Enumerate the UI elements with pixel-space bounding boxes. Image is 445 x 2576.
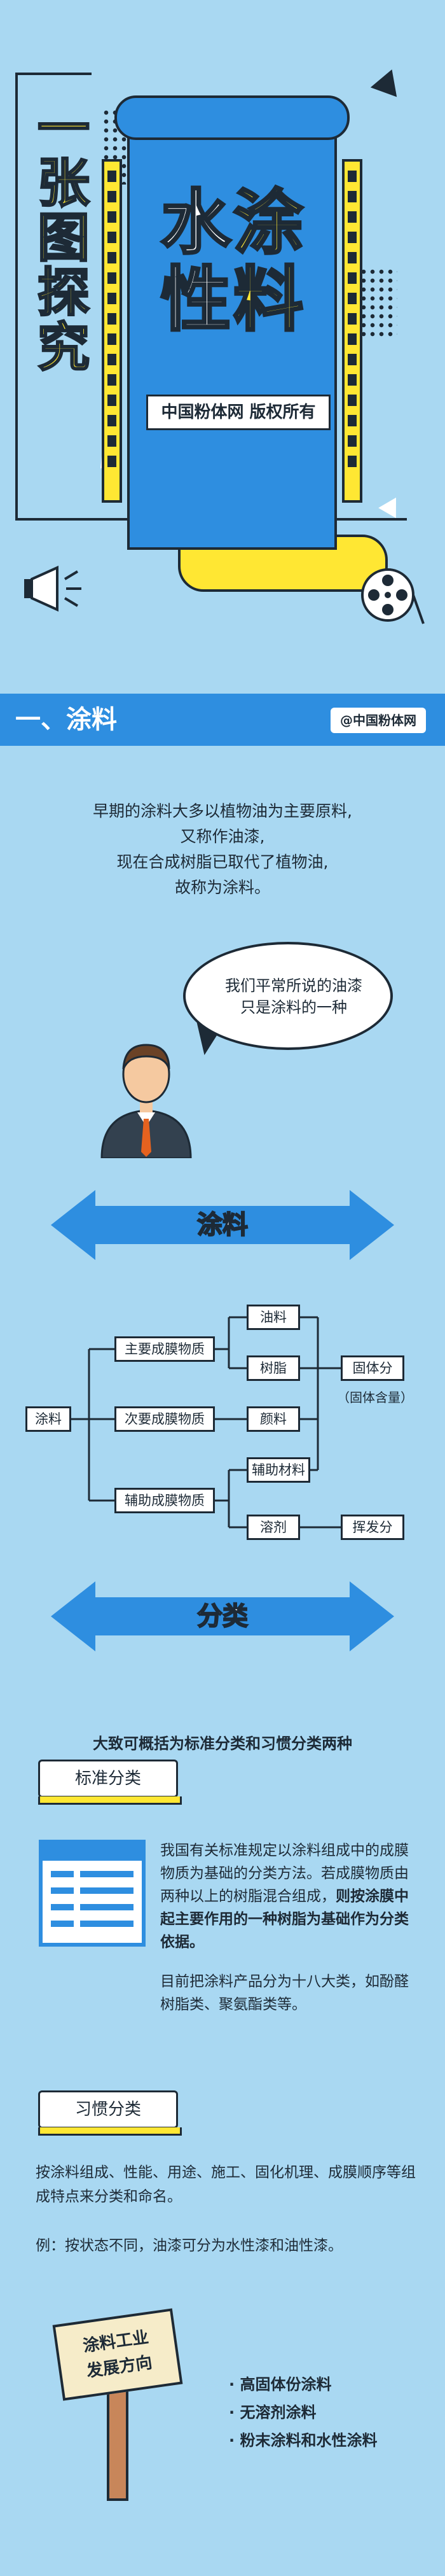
diagram-solid-box: 固体分 (341, 1355, 404, 1381)
speech-bubble: 我们平常所说的油漆 只是涂料的一种 (183, 942, 393, 1050)
intro-line: 故称为涂料。 (174, 878, 270, 897)
vertical-title-char: 一 (36, 99, 90, 159)
speech-line: 我们平常所说的油漆 (225, 977, 362, 995)
speech-line: 只是涂料的一种 (240, 998, 347, 1016)
double-arrow-shape (51, 1581, 394, 1651)
main-title-char: 水 (160, 182, 232, 263)
standard-text-normal: 我国有关标准规定以涂料组成中的成膜物质为基础的分类方法。若成膜物质由两种以上的树… (160, 1842, 409, 1905)
scroll-top-curl (114, 95, 350, 140)
direction-item: · 无溶剂涂料 (229, 2404, 317, 2421)
habit-classification-text: 按涂料组成、性能、用途、施工、固化机理、成膜顺序等组成特点来分类和命名。 (36, 2164, 416, 2205)
direction-item: · 粉末涂料和水性涂料 (229, 2432, 378, 2449)
businessman-avatar (100, 1044, 192, 1158)
diagram-level2-box: 树脂 (247, 1355, 300, 1381)
banner-label: 涂料 (196, 1210, 249, 1240)
banner-classification: 分类 (51, 1581, 394, 1651)
scroll-body (127, 117, 337, 550)
standard-classification-text: 我国有关标准规定以涂料组成中的成膜物质为基础的分类方法。若成膜物质由两种以上的树… (160, 1839, 414, 2016)
copyright-tag: 中国粉体网 版权所有 (146, 395, 331, 430)
intro-line: 又称作油漆, (180, 827, 265, 846)
diagram-connectors (70, 1316, 341, 1529)
diagram-solid-note: （固体含量） (337, 1390, 413, 1405)
standard-text-bold: 则按涂膜中起主要作用的一种树脂为基础作为分类依据。 (160, 1888, 409, 1950)
diagram-root-box: 涂料 (25, 1406, 71, 1432)
standard-text-p2: 目前把涂料产品分为十八大类，如酚醛树脂类、聚氨酯类等。 (160, 1973, 409, 2013)
direction-list: · 高固体份涂料 · 无溶剂涂料 · 粉末涂料和水性涂料 (229, 2370, 432, 2454)
diagram-level2-box: 油料 (247, 1305, 300, 1330)
vertical-title-char: 究 (36, 318, 90, 379)
megaphone-icon (24, 565, 81, 612)
vertical-title-char: 图 (36, 208, 90, 269)
habit-classification-example: 例：按状态不同，油漆可分为水性漆和油性漆。 (36, 2237, 343, 2254)
film-strip-right (342, 159, 362, 503)
intro-text: 早期的涂料大多以植物油为主要原料, 又称作油漆, 现在合成树脂已取代了植物油, … (38, 799, 407, 900)
document-icon (39, 1840, 146, 1947)
diagram-level1-box: 主要成膜物质 (114, 1336, 215, 1362)
diagram-level2-box: 溶剂 (247, 1515, 300, 1540)
dot-pattern (359, 267, 397, 337)
signpost: 涂料工业 发展方向 (44, 2304, 191, 2507)
main-title-char: 涂 (232, 182, 305, 263)
vertical-title: 一 张 图 探 究 (33, 99, 94, 379)
vertical-title-char: 张 (36, 153, 90, 214)
diagram-level2-box: 辅助材料 (247, 1457, 310, 1483)
banner-label: 分类 (196, 1601, 249, 1632)
intro-line: 现在合成树脂已取代了植物油, (116, 853, 329, 871)
film-reel-icon (361, 568, 425, 624)
direction-item: · 高固体份涂料 (229, 2376, 332, 2393)
banner-coating: 涂料 (51, 1190, 394, 1260)
diagram-level1-box: 辅助成膜物质 (114, 1488, 215, 1513)
brand-badge: @中国粉体网 (331, 708, 426, 733)
main-title-char: 料 (232, 259, 305, 340)
diagram-level2-box: 颜料 (247, 1406, 300, 1432)
title-scroll: 水 涂 性 料 中国粉体网 版权所有 (102, 95, 388, 592)
habit-classification-tag: 习惯分类 (38, 2090, 182, 2136)
intro-line: 早期的涂料大多以植物油为主要原料, (93, 802, 352, 820)
composition-diagram: 涂料 主要成膜物质 次要成膜物质 辅助成膜物质 油料 树脂 颜料 辅助材料 溶剂… (25, 1298, 426, 1553)
film-strip-left (102, 159, 122, 503)
main-title-char: 性 (160, 259, 232, 340)
diagram-level1-box: 次要成膜物质 (114, 1406, 215, 1432)
sign-post (107, 2386, 128, 2501)
diagram-volatile-box: 挥发分 (341, 1515, 404, 1540)
section-header: 一、涂料 @中国粉体网 (0, 694, 445, 746)
vertical-title-char: 探 (36, 263, 90, 324)
standard-classification-tag: 标准分类 (38, 1760, 182, 1805)
sign-board: 涂料工业 发展方向 (52, 2308, 183, 2401)
hero-poster: 一 张 图 探 究 水 涂 性 料 中国粉体网 版权所有 (0, 0, 445, 681)
section-title: 一、涂料 (15, 705, 117, 734)
classification-summary: 大致可概括为标准分类和习惯分类两种 (93, 1735, 352, 1753)
double-arrow-shape (51, 1190, 394, 1260)
main-title: 水 涂 性 料 (153, 182, 312, 340)
